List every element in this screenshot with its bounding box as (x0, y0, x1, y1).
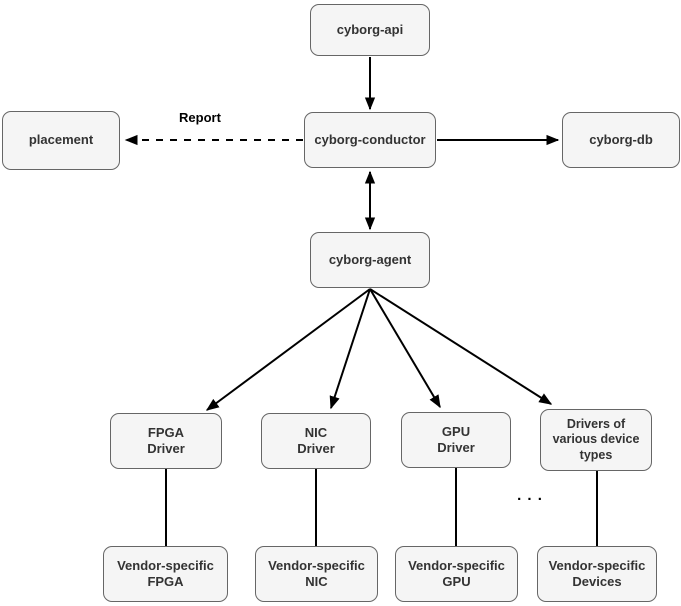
node-cyborg-conductor: cyborg-conductor (304, 112, 436, 168)
edge-agent-to-gpu-driver (369, 288, 441, 409)
node-vendor-devices: Vendor-specific Devices (537, 546, 657, 602)
ellipsis-more-drivers: . . . (517, 487, 543, 504)
edge-agent-to-various-drivers (369, 288, 553, 405)
edge-label-report: Report (179, 110, 221, 125)
node-nic-driver: NIC Driver (261, 413, 371, 469)
edge-agent-to-fpga-driver (205, 288, 371, 411)
node-cyborg-agent: cyborg-agent (310, 232, 430, 288)
node-cyborg-api: cyborg-api (310, 4, 430, 56)
node-fpga-driver: FPGA Driver (110, 413, 222, 469)
node-placement: placement (2, 111, 120, 170)
node-cyborg-db: cyborg-db (562, 112, 680, 168)
node-vendor-fpga: Vendor-specific FPGA (103, 546, 228, 602)
node-drivers-various: Drivers of various device types (540, 409, 652, 471)
node-vendor-gpu: Vendor-specific GPU (395, 546, 518, 602)
edge-agent-to-nic-driver (329, 288, 371, 410)
node-vendor-nic: Vendor-specific NIC (255, 546, 378, 602)
node-gpu-driver: GPU Driver (401, 412, 511, 468)
